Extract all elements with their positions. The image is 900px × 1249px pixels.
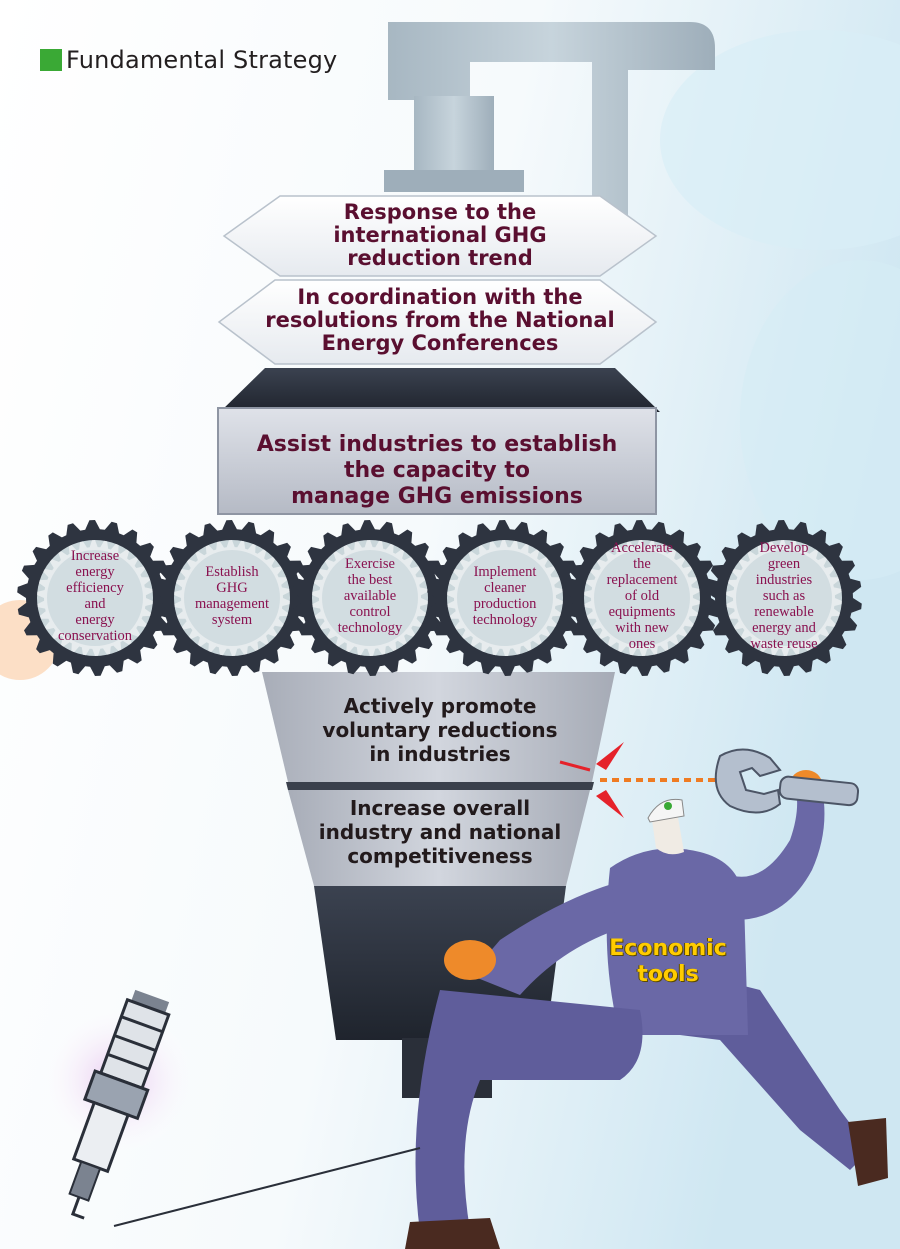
funnel-line: in industries [369,742,511,766]
worker-figure [405,770,888,1249]
economic-tools-line: Economic [609,936,727,961]
gear-label-line: management [194,596,270,612]
gear-label-line: the best [347,572,393,588]
gear-label-line: conservation [57,628,133,644]
core-line: manage GHG emissions [291,484,583,509]
gear-label-line: with new [615,620,669,636]
gear-label-line: Establish [205,564,259,580]
gear-label-line: Develop [759,540,809,556]
banner-line: Energy Conferences [321,331,559,355]
gear-center [322,550,418,646]
funnel-competitiveness: Increase overall industry and national c… [310,796,570,868]
gear-center [457,550,553,646]
gear-label-line: such as [762,588,806,604]
gear-label-line: energy and [752,620,816,636]
gear-label-line: technology [337,620,403,636]
gear-label-line: technology [472,612,538,628]
core-line: the capacity to [344,458,530,483]
gear-center [594,550,690,646]
banner-line: In coordination with the [297,285,583,309]
gear-label-line: Implement [473,564,537,580]
core-panel-text: Assist industries to establish the capac… [230,432,644,510]
funnel-line: competitiveness [347,844,533,868]
gear-label-line: production [473,596,537,612]
gear-label-line: energy [75,612,115,628]
gear-label-line: Increase [70,548,120,564]
economic-tools-line: tools [637,962,699,987]
gear-center [184,550,280,646]
banner-line: reduction trend [347,246,533,270]
gear-label-line: efficiency [66,580,124,596]
wrench-icon [714,748,860,814]
gear-label-line: available [343,588,397,604]
gear-center [47,550,143,646]
spark-plug-icon [38,989,421,1227]
gear-label-line: the [633,556,651,572]
gear-row [17,520,862,676]
core-line: Assist industries to establish [256,432,618,457]
economic-tools-label: Economic tools [588,936,748,988]
gear-label-line: system [211,612,253,628]
funnel-line: Actively promote [343,694,537,718]
green-square-icon [40,49,62,71]
funnel-line: industry and national [318,820,562,844]
gear-label-line: industries [755,572,813,588]
gear-label-line: control [349,604,391,620]
banner-national-conferences: In coordination with the resolutions fro… [240,286,640,355]
section-header: Fundamental Strategy [40,46,337,74]
funnel-line: voluntary reductions [322,718,558,742]
funnel-voluntary-reductions: Actively promote voluntary reductions in… [290,694,590,766]
gear-label-line: renewable [754,604,814,620]
banner-line: international GHG [333,223,547,247]
gear-label-line: replacement [606,572,678,588]
gear-label-line: Accelerate [611,540,673,556]
gear-center [736,550,832,646]
gear-label-line: green [767,556,801,572]
gear-label-line: GHG [216,580,248,596]
banner-line: Response to the [343,200,537,224]
gear-label-line: waste reuse [750,636,818,652]
gear-label-line: Exercise [345,556,395,572]
banner-international-trend: Response to the international GHG reduct… [260,201,620,270]
gear-label-line: equipments [608,604,676,620]
gear-label-line: and [84,596,106,612]
gear-label-line: ones [628,636,656,652]
gear-label-line: energy [75,564,115,580]
gear-label-line: of old [624,588,660,604]
banner-line: resolutions from the National [265,308,615,332]
gear-label-line: cleaner [484,580,526,596]
funnel-line: Increase overall [349,796,531,820]
section-title: Fundamental Strategy [66,46,338,74]
